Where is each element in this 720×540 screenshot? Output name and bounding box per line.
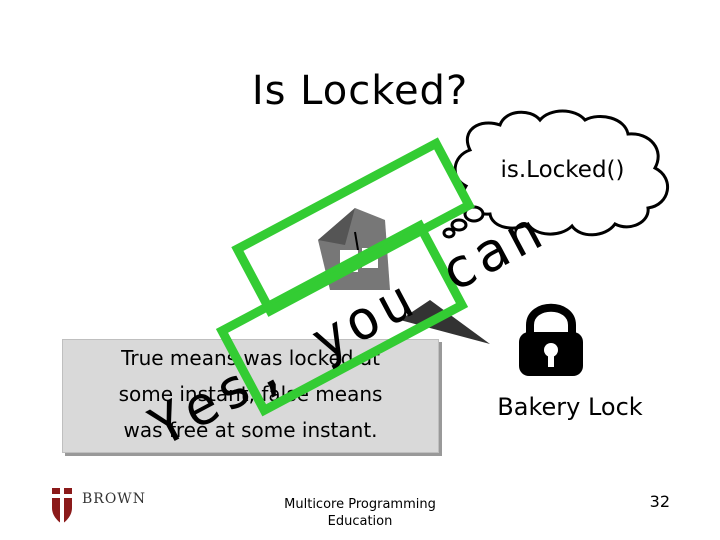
footer-org-name: BROWN: [82, 491, 146, 507]
lock-label: Bakery Lock: [470, 393, 670, 421]
callout-box: True means was locked at some instant, f…: [62, 339, 439, 453]
footer-course-line-2: Education: [270, 513, 450, 530]
page-number: 32: [620, 492, 670, 511]
callout-pointer: [400, 300, 490, 344]
thought-text: is.Locked(): [490, 157, 635, 183]
callout-line-3: was free at some instant.: [63, 418, 438, 442]
padlock-icon: [519, 308, 583, 376]
footer-course: Multicore Programming Education: [270, 496, 450, 530]
footer-course-line-1: Multicore Programming: [270, 496, 450, 513]
callout-line-1: True means was locked at: [63, 346, 438, 370]
brown-shield-icon: [52, 488, 72, 524]
callout-line-2: some instant, false means: [63, 382, 438, 406]
house-icon: [318, 208, 390, 290]
